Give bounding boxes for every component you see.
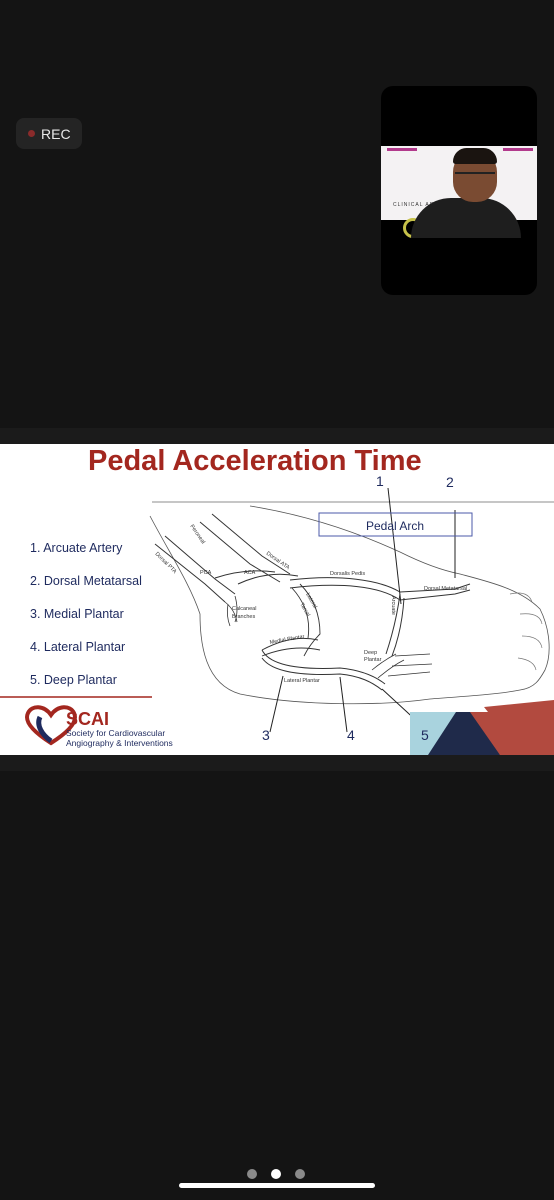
legend-item: 4. Lateral Plantar xyxy=(30,640,126,654)
recording-indicator: REC xyxy=(16,118,82,149)
label-deep: Deep xyxy=(364,650,377,656)
pedal-arch-diagram: Pedal Arch Peroneal Dorsal PTA PCA ACA D… xyxy=(0,487,554,755)
scai-logo-text: SCAI Society for Cardiovascular Angiogra… xyxy=(66,710,173,748)
logo-subtitle-line2: Angiography & Interventions xyxy=(66,738,173,748)
pedal-arch-box-label: Pedal Arch xyxy=(366,519,424,533)
legend-item: 1. Arcuate Artery xyxy=(30,541,123,555)
slide-top-border xyxy=(0,428,554,444)
callout-number-5: 5 xyxy=(421,727,429,743)
label-lateral-plantar: Lateral Plantar xyxy=(284,678,320,684)
self-view-video-tile[interactable]: CLINICAL ARCH xyxy=(381,86,537,295)
label-pca: PCA xyxy=(200,570,212,576)
callout-number-2: 2 xyxy=(446,474,454,490)
label-aca: ACA xyxy=(244,570,256,576)
camera-sign-text: CLINICAL ARCH xyxy=(393,202,444,208)
label-plantar: Plantar xyxy=(364,657,382,663)
label-medial-plantar: Medial Plantar xyxy=(269,634,305,646)
page-indicator[interactable] xyxy=(247,1169,305,1179)
label-dorsalis-pedis: Dorsalis Pedis xyxy=(330,571,365,577)
callout-number-4: 4 xyxy=(347,727,355,743)
legend-item: 3. Medial Plantar xyxy=(30,607,124,621)
label-arcuate: Arcuate xyxy=(390,596,396,615)
page-dot[interactable] xyxy=(295,1169,305,1179)
label-calcaneal: Calcaneal xyxy=(232,606,256,612)
page-dot[interactable] xyxy=(247,1169,257,1179)
camera-feed: CLINICAL ARCH xyxy=(381,146,537,238)
callout-number-1: 1 xyxy=(376,473,384,489)
label-dorsal-pta: Dorsal PTA xyxy=(154,551,178,575)
home-indicator[interactable] xyxy=(179,1183,375,1188)
label-dorsal-metatarsal: Dorsal Metatarsal xyxy=(424,586,467,592)
legend-item: 2. Dorsal Metatarsal xyxy=(30,574,142,588)
scai-heart-logo xyxy=(25,705,77,746)
label-branches: Branches xyxy=(232,614,255,620)
label-tarsal: Tarsal xyxy=(298,602,311,618)
arteries-legend: 1. Arcuate Artery 2. Dorsal Metatarsal 3… xyxy=(30,540,142,705)
page-dot-active[interactable] xyxy=(271,1169,281,1179)
label-peroneal: Peroneal xyxy=(188,524,206,545)
recording-label: REC xyxy=(41,125,71,142)
legend-item: 5. Deep Plantar xyxy=(30,673,117,687)
logo-subtitle-line1: Society for Cardiovascular xyxy=(66,728,166,738)
logo-name: SCAI xyxy=(66,709,110,729)
record-dot-icon xyxy=(28,130,35,137)
label-dorsal-ata: Dorsal ATA xyxy=(265,551,291,572)
callout-number-3: 3 xyxy=(262,727,270,743)
slide-title: Pedal Acceleration Time xyxy=(88,445,422,477)
shared-slide[interactable]: Pedal Acceleration Time Pedal Arch xyxy=(0,444,554,755)
slide-bottom-border xyxy=(0,755,554,771)
